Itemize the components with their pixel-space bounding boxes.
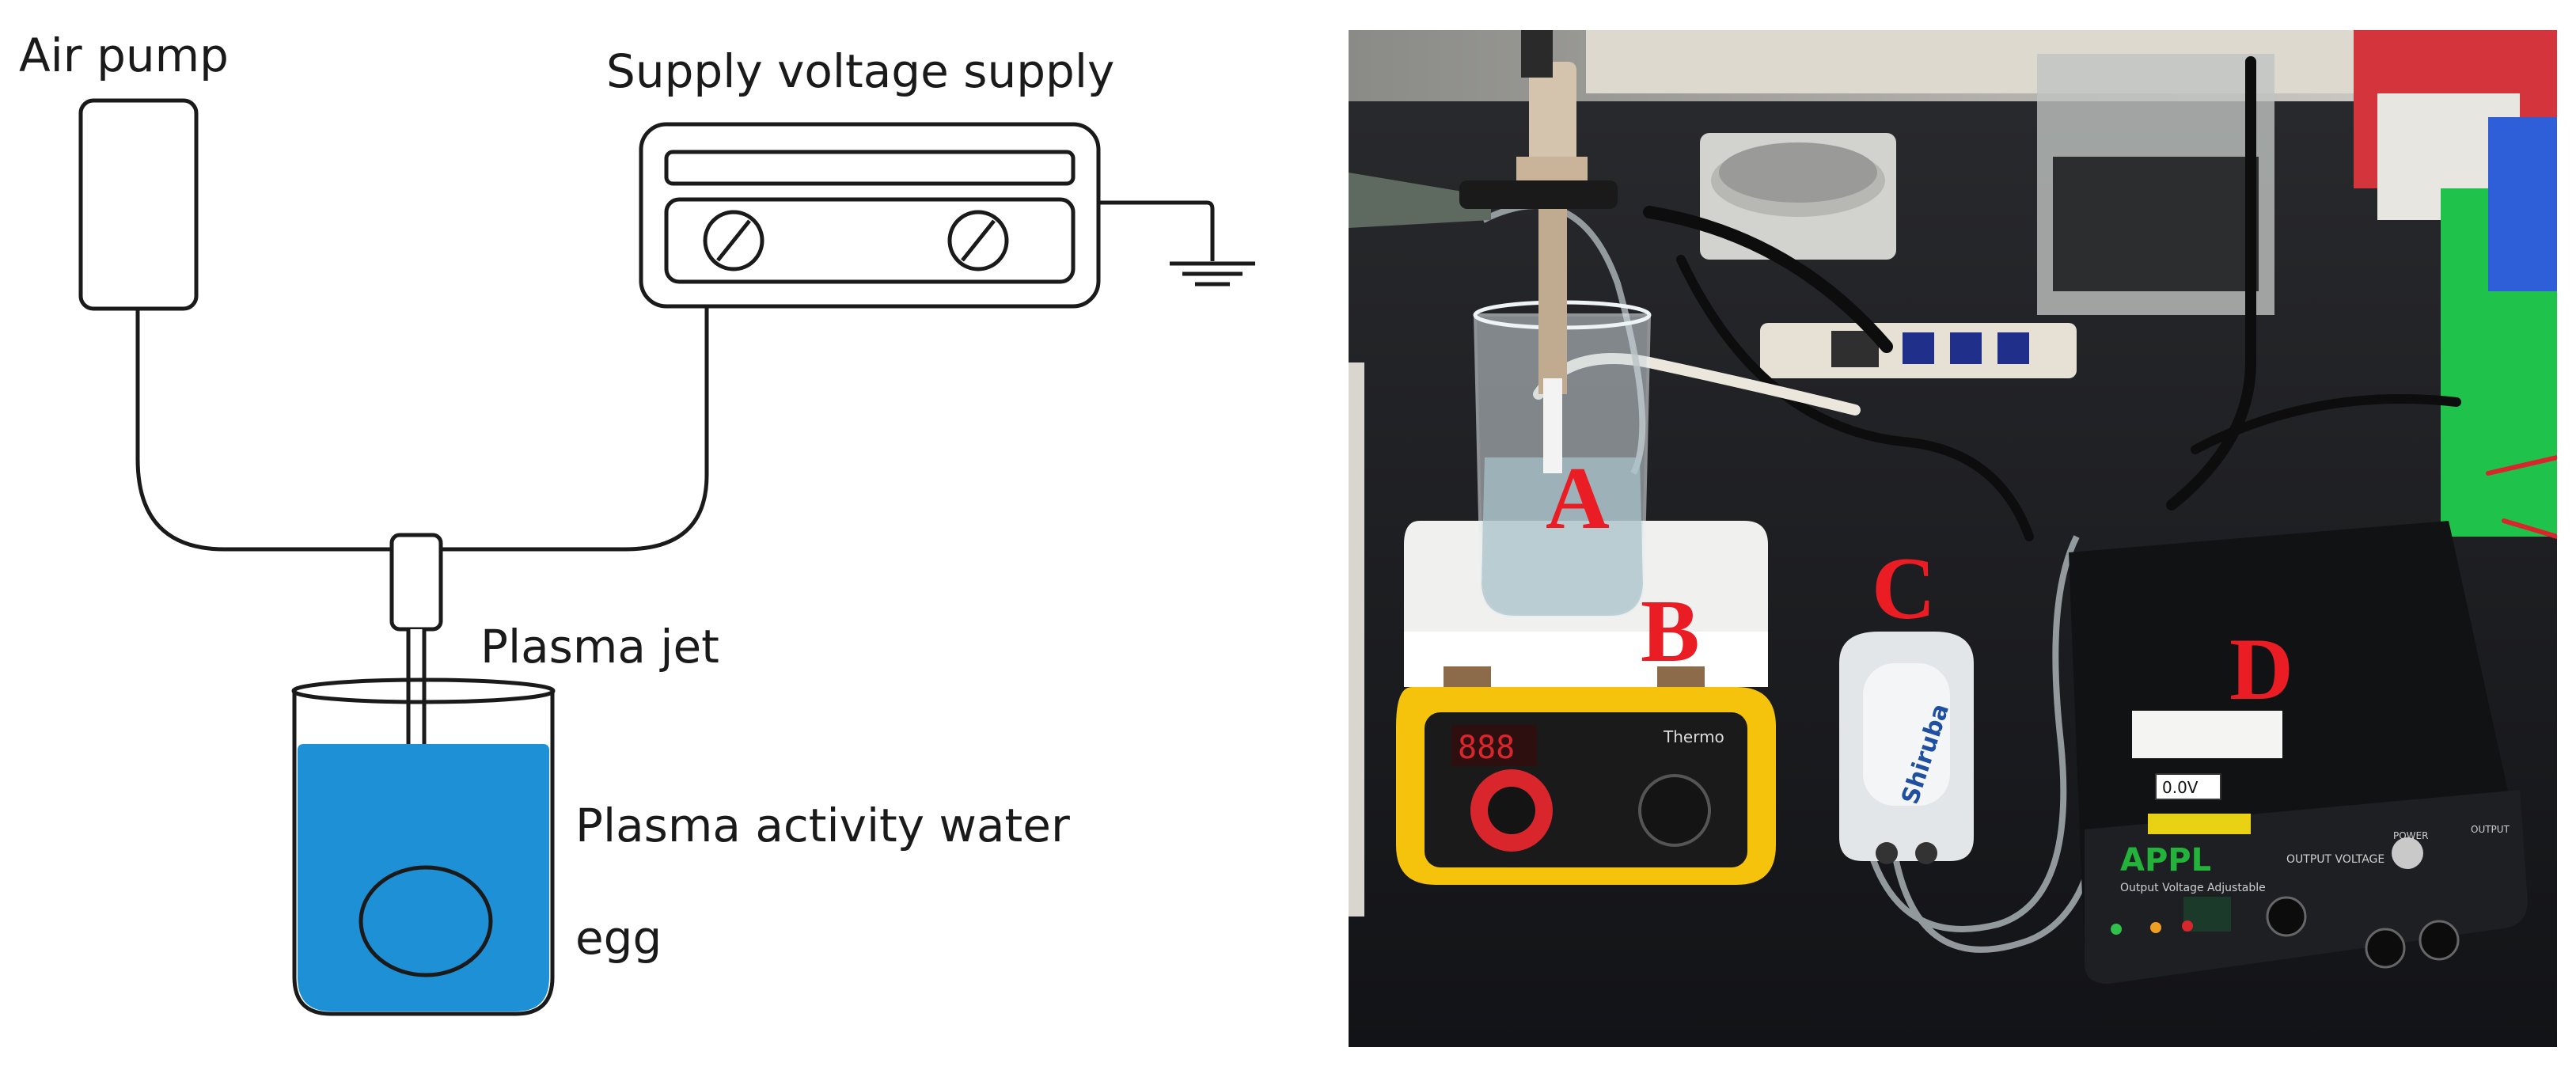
label-egg: egg: [575, 911, 662, 965]
egg-shape: [359, 865, 493, 977]
lab-scale: [1700, 133, 1896, 260]
plasma-jet-photo: [1349, 30, 1618, 473]
water: [298, 744, 549, 1011]
beaker: [291, 677, 556, 1016]
label-c: C: [1872, 540, 1936, 638]
power-supply-brand: APPL: [2120, 842, 2211, 879]
label-plasma-water: Plasma activity water: [575, 799, 1070, 852]
hotplate-brand: Thermo: [1663, 727, 1724, 746]
stir-knob: [1638, 774, 1711, 847]
back-equipment: [2037, 30, 2557, 537]
setup-schematic: Air pump Supply voltage supply Plasma je…: [19, 28, 1255, 1016]
power-cable: [414, 306, 709, 571]
label-d: D: [2229, 620, 2293, 719]
cabinet-door: [1586, 30, 2425, 93]
dial-left-icon: [703, 210, 764, 271]
hotplate-display: 888: [1458, 730, 1515, 766]
label-power-supply: Supply voltage supply: [606, 44, 1114, 98]
apparatus-photo: 888 Thermo: [1349, 30, 2557, 1047]
power-supply-output-label: OUTPUT: [2471, 824, 2510, 835]
beaker-wall: [292, 691, 555, 1016]
power-supply-voltage-label: OUTPUT VOLTAGE: [2286, 853, 2384, 866]
label-air-pump: Air pump: [19, 28, 229, 82]
air-pump-photo: Shiruba: [1839, 632, 1974, 864]
power-supply-photo: 0.0V APPL Output Voltage Adjustable OUTP…: [2069, 521, 2528, 984]
power-supply-display-slot: [664, 150, 1076, 186]
voltage-knob: [2266, 896, 2307, 937]
dial-right-icon: [947, 210, 1009, 271]
label-b: B: [1641, 583, 1700, 681]
plasma-jet: [389, 533, 443, 787]
air-tube: [135, 309, 419, 571]
air-pump-box: [78, 98, 199, 311]
label-a: A: [1546, 450, 1610, 548]
power-supply-readout: 0.0V: [2162, 778, 2199, 797]
power-supply-model: Output Voltage Adjustable: [2120, 882, 2266, 894]
hotplate-stirrer: 888 Thermo: [1396, 521, 1776, 885]
label-plasma-jet: Plasma jet: [480, 620, 719, 674]
ground-icon: [1098, 200, 1255, 287]
power-supply: [639, 122, 1101, 309]
plasma-jet-head: [389, 533, 443, 632]
power-strip: [1760, 323, 2077, 378]
side-wall: [1349, 362, 1364, 917]
